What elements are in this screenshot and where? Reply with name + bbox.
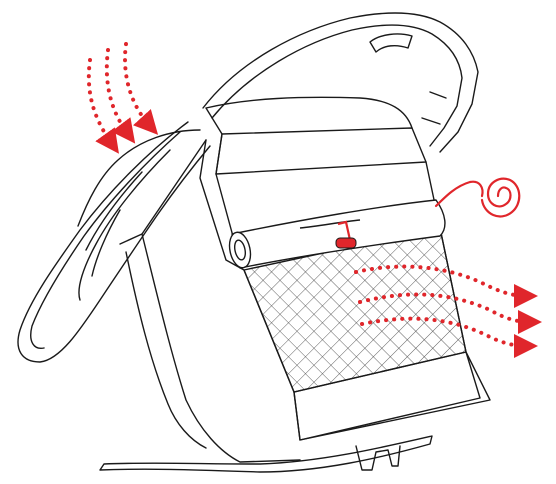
base-frame — [100, 436, 432, 472]
foot-bracket — [356, 446, 400, 470]
spiral-rotation-icon — [436, 179, 519, 217]
dotted-arrows-incoming-icon — [89, 44, 150, 144]
handlebar-grip — [370, 34, 412, 52]
canopy-strap — [78, 130, 200, 226]
seat-top-panel — [216, 128, 426, 174]
handlebar-inner — [212, 25, 462, 146]
canopy — [18, 122, 210, 362]
